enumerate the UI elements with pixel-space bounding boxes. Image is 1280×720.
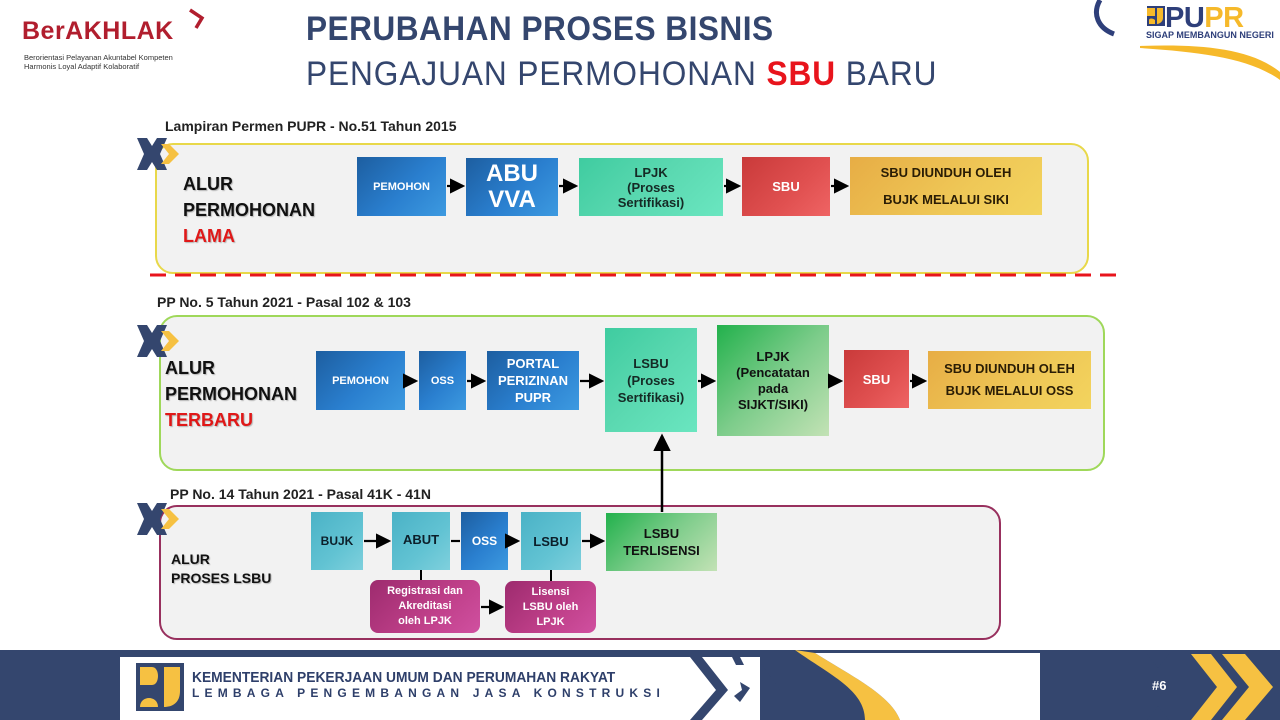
flow-lama-title-line1: ALUR (183, 174, 233, 194)
flow-lsbu-step-abut: ABUT (392, 512, 450, 570)
pupr-corner-decoration (1094, 0, 1280, 80)
footer-agency: LEMBAGA PENGEMBANGAN JASA KONSTRUKSI (192, 686, 665, 700)
page-number-badge-decoration (1125, 654, 1273, 720)
step-label-line: SBU DIUNDUH OLEH (880, 165, 1012, 180)
x-chevron-icon (137, 325, 179, 357)
flow-baru-title-line2: PERMOHONAN (165, 384, 298, 404)
flow-baru-step-diunduh: SBU DIUNDUH OLEH BUJK MELALUI OSS (928, 351, 1091, 409)
page-subtitle: PENGAJUAN PERMOHONAN SBU BARU (306, 55, 937, 94)
flow-baru-step-pemohon: PEMOHON (316, 351, 405, 410)
flow-lsbu-step-bujk: BUJK (311, 512, 363, 570)
step-label: ABUT (402, 532, 440, 547)
step-label-line: PORTAL (506, 356, 560, 371)
berakhlak-tagline-1: Berorientasi Pelayanan Akuntabel Kompete… (24, 53, 173, 62)
flow-lama-title-line2: PERMOHONAN (183, 200, 316, 220)
flow-lama-title-line3: LAMA (183, 226, 235, 246)
step-label: SBU (862, 371, 891, 387)
berakhlak-logo-word: BerAKHLAK (22, 17, 174, 45)
flow-baru-step-lpjk: LPJK (Pencatatan pada SIJKT/SIKI) (717, 325, 829, 436)
flow-baru-step-portal: PORTAL PERIZINAN PUPR (487, 351, 579, 410)
step-label-line: ABU (486, 160, 538, 187)
step-label: LSBU (533, 533, 569, 549)
footer-ministry: KEMENTERIAN PEKERJAAN UMUM DAN PERUMAHAN… (192, 669, 616, 686)
x-chevron-icon (137, 503, 179, 535)
page-number: #6 (1152, 678, 1167, 693)
step-label-line: LPJK (536, 615, 565, 628)
step-label-line: (Proses (627, 372, 675, 388)
subtitle-highlight: SBU (766, 55, 837, 93)
step-label-line: LSBU (643, 526, 680, 541)
step-label-line: BUJK MELALUI SIKI (883, 192, 1009, 207)
flow-lama-source: Lampiran Permen PUPR - No.51 Tahun 2015 (165, 118, 457, 134)
flow-lama-step-diunduh: SBU DIUNDUH OLEH BUJK MELALUI SIKI (850, 157, 1042, 215)
step-label-line: LSBU oleh (522, 600, 579, 613)
pupr-logo-part2: PR (1204, 2, 1244, 34)
pupr-logo-word: PUPR (1165, 2, 1244, 35)
flow-lsbu-step-lsbu: LSBU (521, 512, 581, 570)
subtitle-suffix: BARU (845, 55, 938, 93)
flow-lsbu-title: ALUR PROSES LSBU (171, 550, 271, 588)
step-label: OSS (471, 534, 498, 548)
step-label-line: BUJK MELALUI OSS (945, 383, 1074, 398)
flow-baru-step-lsbu: LSBU (Proses Sertifikasi) (605, 328, 697, 432)
dashed-separator (150, 273, 1120, 277)
step-label-line: Akreditasi (398, 600, 452, 612)
x-chevron-icon (137, 138, 179, 170)
step-label-line: PUPR (514, 390, 552, 405)
step-label-line: pada (757, 380, 789, 396)
flow-baru-title-line3: TERBARU (165, 410, 253, 430)
berakhlak-chevron-icon (189, 8, 205, 29)
step-label-line: Registrasi dan (387, 585, 463, 597)
flow-lama-step-abu-vva: ABU VVA (466, 158, 558, 216)
step-label-line: LPJK (634, 164, 668, 180)
flow-lama-step-sbu: SBU (742, 157, 830, 216)
flow-lsbu-source: PP No. 14 Tahun 2021 - Pasal 41K - 41N (170, 486, 431, 502)
step-label-line: LPJK (756, 348, 790, 364)
step-label: OSS (430, 374, 455, 387)
subtitle-prefix: PENGAJUAN PERMOHONAN (306, 55, 757, 93)
flow-lama-step-pemohon: PEMOHON (357, 157, 446, 216)
flow-baru-step-oss: OSS (419, 351, 466, 410)
step-label-line: Sertifikasi) (617, 389, 685, 405)
flow-lama-title: ALUR PERMOHONAN LAMA (183, 171, 315, 249)
flow-baru-step-sbu: SBU (844, 350, 909, 408)
flow-lsbu-step-terlisensi: LSBU TERLISENSI (606, 513, 717, 571)
flow-lsbu-title-line1: ALUR (171, 551, 210, 567)
step-label-line: Lisensi (531, 585, 570, 598)
flow-baru-title: ALUR PERMOHONAN TERBARU (165, 355, 297, 433)
flow-lsbu-substep-registrasi: Registrasi dan Akreditasi oleh LPJK (370, 580, 480, 633)
flow-lama-step-lpjk: LPJK (Proses Sertifikasi) (579, 158, 723, 216)
step-label-line: oleh LPJK (398, 615, 452, 627)
step-label-line: Sertifikasi) (617, 194, 685, 210)
step-label-line: SBU DIUNDUH OLEH (944, 361, 1075, 376)
step-label-line: (Proses (627, 179, 675, 195)
flow-baru-source: PP No. 5 Tahun 2021 - Pasal 102 & 103 (157, 294, 411, 310)
step-label: PEMOHON (332, 374, 389, 387)
footer-chevron-decoration (680, 650, 1040, 720)
step-label-line: PERIZINAN (497, 373, 569, 388)
pupr-footer-emblem-icon (136, 663, 184, 711)
step-label: BUJK (320, 534, 354, 548)
flow-lsbu-substep-lisensi: Lisensi LSBU oleh LPJK (505, 581, 596, 633)
pupr-tagline: SIGAP MEMBANGUN NEGERI (1146, 30, 1274, 40)
flow-lsbu-title-line2: PROSES LSBU (171, 570, 272, 586)
step-label: SBU (772, 179, 800, 194)
berakhlak-tagline-2: Harmonis Loyal Adaptif Kolaboratif (24, 62, 140, 71)
pupr-emblem-icon (1147, 6, 1165, 26)
step-label: PEMOHON (373, 180, 430, 193)
step-label-line: SIJKT/SIKI) (737, 396, 809, 412)
flow-lsbu-step-oss: OSS (461, 512, 508, 570)
footer-banner (120, 657, 760, 720)
page-title: PERUBAHAN PROSES BISNIS (306, 10, 774, 48)
step-label-line: (Pencatatan (736, 364, 810, 380)
step-label-line: TERLISENSI (623, 543, 700, 558)
pupr-logo-part1: PU (1165, 2, 1205, 34)
flow-baru-title-line1: ALUR (165, 358, 215, 378)
berakhlak-logo: BerAKHLAK Berorientasi Pelayanan Akuntab… (22, 8, 205, 71)
step-label-line: LSBU (633, 355, 669, 371)
step-label-line: VVA (488, 186, 536, 213)
